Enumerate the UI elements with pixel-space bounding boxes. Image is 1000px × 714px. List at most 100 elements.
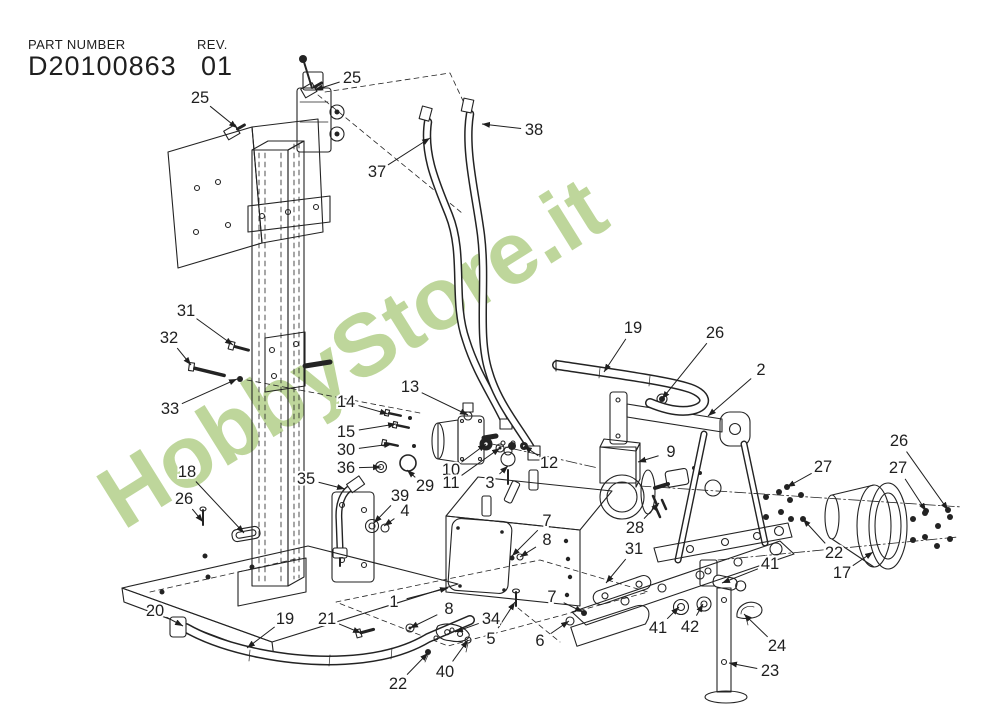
- part-number-label: PART NUMBER: [28, 37, 126, 52]
- callout-label-40: 40: [436, 663, 454, 681]
- callout-leader-36: [358, 464, 382, 471]
- callout-leader-41: [666, 606, 680, 620]
- callout-label-41: 41: [649, 619, 667, 637]
- callout-leader-37: [387, 137, 431, 166]
- column-bracket: [187, 331, 421, 414]
- callout-label-31: 31: [177, 302, 195, 320]
- callout-leader-13: [421, 392, 469, 416]
- elbow-fitting-13: [462, 402, 474, 421]
- callout-label-8: 8: [542, 531, 551, 549]
- callout-leader-21: [338, 623, 362, 634]
- callout-leader-23: [728, 661, 758, 670]
- callout-label-4: 4: [400, 502, 409, 520]
- revision-value: 01: [201, 50, 234, 81]
- valve-fitting-left: [223, 123, 246, 141]
- callout-label-5: 5: [486, 630, 495, 648]
- callout-leader-34: [454, 622, 479, 633]
- callout-leader-8: [409, 614, 438, 629]
- callout-leader-19: [603, 338, 627, 373]
- callout-leader-27: [904, 478, 927, 512]
- callout-label-1: 1: [389, 593, 398, 611]
- base-plate: [121, 491, 649, 659]
- callout-label-22: 22: [825, 544, 843, 562]
- callout-leader-7: [511, 529, 539, 557]
- callout-label-42: 42: [681, 618, 699, 636]
- callout-label-20: 20: [146, 602, 164, 620]
- clamp-18: [231, 525, 261, 543]
- callout-label-26: 26: [175, 490, 193, 508]
- callout-leader-20: [166, 616, 184, 627]
- callout-label-39: 39: [391, 487, 409, 505]
- part-number-value: D20100863: [28, 50, 177, 81]
- control-valve: [296, 55, 345, 153]
- callout-leader-6: [550, 620, 570, 635]
- bolt-26-left: [199, 506, 208, 559]
- callout-label-9: 9: [666, 443, 675, 461]
- wedge-carriage: [167, 118, 331, 269]
- callout-label-31: 31: [625, 540, 643, 558]
- callout-leader-7: [563, 602, 584, 613]
- revision-block: REV. 01: [197, 38, 233, 80]
- callout-leader-11: [461, 447, 501, 476]
- oil-tank: [445, 440, 613, 643]
- handle-bar-top: [552, 359, 709, 416]
- callout-label-17: 17: [833, 564, 851, 582]
- hose-right-38: [460, 97, 541, 461]
- bolt-32: [187, 361, 226, 378]
- callout-label-24: 24: [768, 637, 786, 655]
- callout-leader-9: [637, 455, 659, 463]
- callout-label-18: 18: [178, 463, 196, 481]
- callout-leader-12: [523, 445, 539, 457]
- callout-leader-19: [246, 626, 275, 649]
- callout-leader-25: [209, 105, 238, 129]
- support-leg-23: [704, 587, 748, 704]
- callout-leader-1: [406, 587, 449, 600]
- callout-leader-38: [481, 121, 522, 130]
- callout-label-26: 26: [706, 324, 724, 342]
- callout-leader-2: [707, 378, 752, 417]
- callout-label-30: 30: [337, 441, 355, 459]
- callout-label-25: 25: [343, 69, 361, 87]
- callout-label-27: 27: [814, 458, 832, 476]
- clip-24: [736, 601, 763, 626]
- callout-leader-28: [643, 502, 660, 519]
- callout-label-6: 6: [535, 632, 544, 650]
- callout-leader-4: [383, 518, 395, 527]
- callout-label-21: 21: [318, 610, 336, 628]
- callout-label-14: 14: [337, 393, 355, 411]
- callout-label-22: 22: [389, 675, 407, 693]
- callout-leader-26: [191, 508, 204, 523]
- callout-label-2: 2: [756, 361, 765, 379]
- callout-label-7: 7: [542, 512, 551, 530]
- callout-label-7: 7: [547, 588, 556, 606]
- callout-label-28: 28: [626, 519, 644, 537]
- callout-label-3: 3: [485, 474, 494, 492]
- callout-leader-8: [519, 546, 537, 558]
- callout-leader-31: [605, 558, 627, 584]
- callout-label-27: 27: [889, 459, 907, 477]
- callout-leader-40: [452, 639, 469, 662]
- callout-leader-17: [852, 551, 874, 567]
- callout-leader-41: [721, 568, 759, 584]
- callout-label-35: 35: [297, 470, 315, 488]
- callout-label-15: 15: [337, 423, 355, 441]
- callout-label-33: 33: [161, 400, 179, 418]
- callout-leader-29: [406, 469, 416, 478]
- callout-leader-30: [358, 442, 393, 449]
- callout-leader-24: [743, 613, 769, 638]
- callout-label-19: 19: [624, 319, 642, 337]
- bolt-5: [511, 588, 521, 607]
- callout-label-19: 19: [276, 610, 294, 628]
- callout-label-41: 41: [761, 555, 779, 573]
- callout-leader-26: [906, 451, 949, 511]
- callout-label-38: 38: [525, 121, 543, 139]
- callout-leader-39: [373, 505, 392, 524]
- callout-label-11: 11: [442, 474, 459, 492]
- callout-leader-3: [499, 465, 509, 475]
- callout-label-12: 12: [540, 454, 558, 472]
- alignment-dash-top: [324, 72, 466, 106]
- callout-leader-10: [461, 443, 487, 463]
- callout-leader-15: [358, 422, 397, 431]
